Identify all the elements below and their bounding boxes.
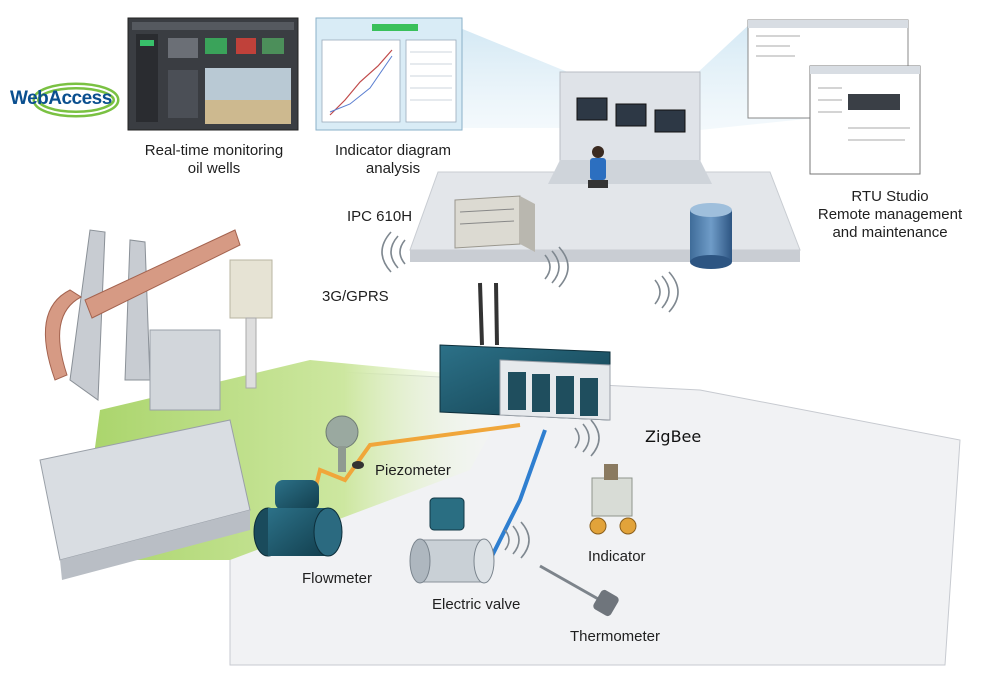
piezometer-label: Piezometer bbox=[375, 462, 451, 479]
wire-blue bbox=[488, 429, 547, 561]
pumpjack-horsehead bbox=[44, 289, 82, 381]
indicator-analysis-line1: Indicator diagram bbox=[335, 142, 451, 159]
monitoring-label-line2: oil wells bbox=[187, 160, 241, 177]
logo-swoosh-icon bbox=[32, 82, 120, 118]
electric-valve-label: Electric valve bbox=[432, 596, 521, 613]
monitoring-screenshot bbox=[127, 17, 299, 131]
brand-name: WebAccess bbox=[10, 88, 112, 109]
indicator-analysis-label: Indicator diagram analysis bbox=[318, 142, 468, 178]
monitor-middle bbox=[615, 103, 647, 127]
network-label: 3G/GPRS bbox=[322, 288, 389, 305]
monitor-left bbox=[576, 97, 608, 121]
rtu-studio-screenshots bbox=[747, 19, 921, 175]
indicator-curve bbox=[329, 49, 393, 116]
storage-drum bbox=[690, 203, 732, 269]
rtu-controller bbox=[439, 282, 611, 421]
piezometer-device bbox=[325, 415, 364, 472]
operator-icon bbox=[592, 146, 604, 158]
indicator-device bbox=[589, 464, 637, 535]
flowmeter-label: Flowmeter bbox=[302, 570, 373, 587]
field-wireless-icon bbox=[504, 419, 600, 559]
monitoring-label-line1: Real-time monitoring bbox=[144, 142, 284, 159]
thermometer-device bbox=[539, 564, 619, 617]
rtu-studio-line2: Remote management bbox=[817, 206, 963, 223]
server-icon bbox=[454, 195, 535, 252]
wire-orange bbox=[313, 423, 521, 491]
electric-valve-device bbox=[409, 497, 495, 584]
wireless-signal-icon bbox=[381, 231, 679, 313]
indicator-label: Indicator bbox=[588, 548, 646, 565]
webaccess-logo: WebAccess bbox=[8, 78, 126, 128]
antenna-icon bbox=[478, 282, 484, 346]
rtu-studio-label: RTU Studio Remote management and mainten… bbox=[800, 188, 980, 242]
zigbee-label: ZigBee bbox=[645, 427, 702, 446]
flowmeter-device bbox=[253, 480, 343, 557]
ipc-label: IPC 610H bbox=[347, 208, 413, 225]
control-room bbox=[409, 71, 801, 269]
indicator-screenshot bbox=[315, 17, 463, 131]
indicator-analysis-line2: analysis bbox=[365, 160, 421, 177]
rtu-studio-line3: and maintenance bbox=[832, 224, 948, 241]
monitoring-label: Real-time monitoring oil wells bbox=[122, 142, 306, 178]
pumpjack-beam bbox=[84, 229, 241, 319]
monitor-right bbox=[654, 109, 686, 133]
pumpjack bbox=[39, 229, 273, 580]
thermometer-label: Thermometer bbox=[570, 628, 661, 645]
rtu-studio-line1: RTU Studio bbox=[851, 188, 929, 205]
